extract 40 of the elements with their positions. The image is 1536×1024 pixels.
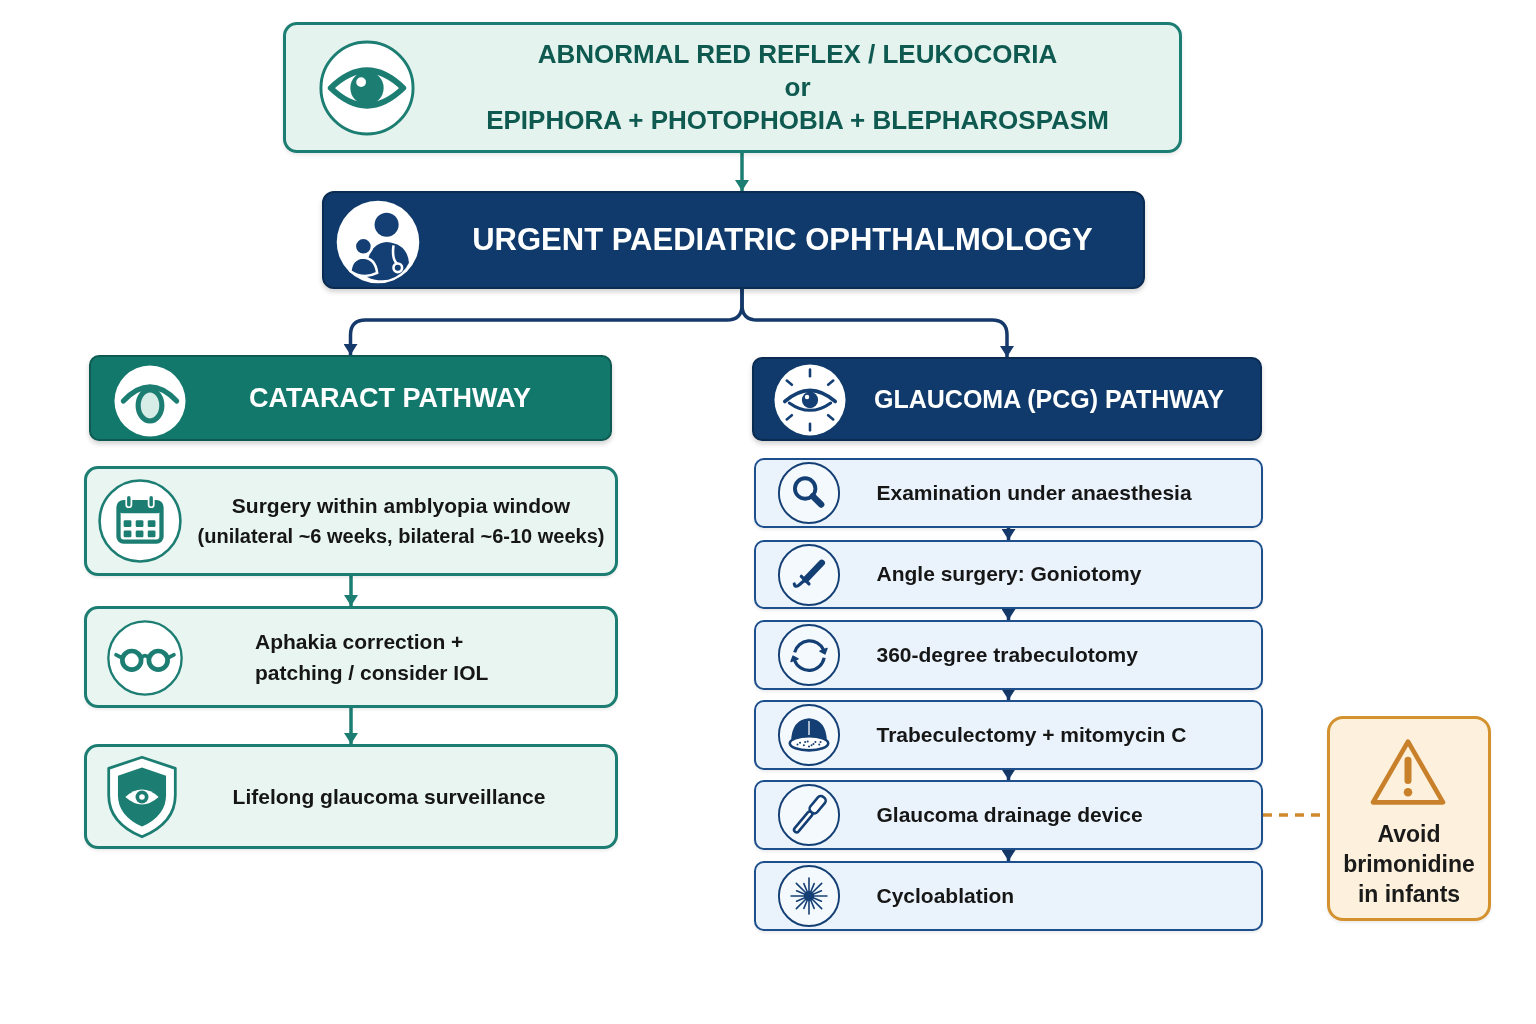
arrow (344, 576, 358, 606)
step-text: Surgery within amblyopia window (231, 493, 571, 519)
arrow (1001, 609, 1016, 620)
step-box (754, 780, 1263, 850)
warning-text: Avoid brimonidine in infants (1342, 820, 1476, 909)
arrow (740, 289, 1014, 357)
referral-box (322, 191, 1145, 289)
symptom-text: ABNORMAL RED REFLEX / LEUKOCORIA (537, 38, 1058, 71)
arrow (1001, 769, 1016, 780)
pathway-heading: CATARACT PATHWAY (249, 382, 531, 415)
symptom-box (283, 22, 1182, 153)
timing-note: (unilateral ~6 weeks, bilateral ~6-10 weeks) (197, 524, 605, 549)
step-box (754, 458, 1263, 528)
step-text: 360-degree trabeculotomy (876, 641, 1138, 668)
pathway-header (752, 357, 1262, 441)
step-text: Glaucoma drainage device (876, 801, 1143, 828)
arrow (735, 153, 749, 191)
arrow (1001, 689, 1016, 700)
step-box (754, 700, 1263, 770)
step-text: Trabeculectomy + mitomycin C (876, 721, 1187, 748)
step-text: Aphakia correction + patching / consider IOL (255, 629, 490, 686)
step-box (754, 620, 1263, 690)
warning-box (1327, 716, 1491, 921)
symptom-text: EPIPHORA + PHOTOPHOBIA + BLEPHAROSPASM (486, 104, 1109, 137)
referral-text: URGENT PAEDIATRIC OPHTHALMOLOGY (472, 221, 1093, 259)
conjunction-text: or (784, 71, 811, 104)
arrow (344, 708, 358, 744)
step-box (84, 466, 618, 576)
pathway-heading: GLAUCOMA (PCG) PATHWAY (874, 384, 1224, 415)
step-text: Examination under anaesthesia (876, 479, 1192, 506)
pathway-header (89, 355, 612, 441)
arrow (1001, 528, 1016, 540)
step-box (84, 606, 618, 708)
step-text: Angle surgery: Goniotomy (876, 561, 1142, 587)
step-text: Cycloablation (876, 882, 1015, 909)
step-text: Lifelong glaucoma surveillance (232, 784, 546, 810)
arrow (1001, 850, 1016, 861)
step-box (754, 861, 1263, 931)
step-box (84, 744, 618, 849)
step-box (754, 540, 1263, 609)
